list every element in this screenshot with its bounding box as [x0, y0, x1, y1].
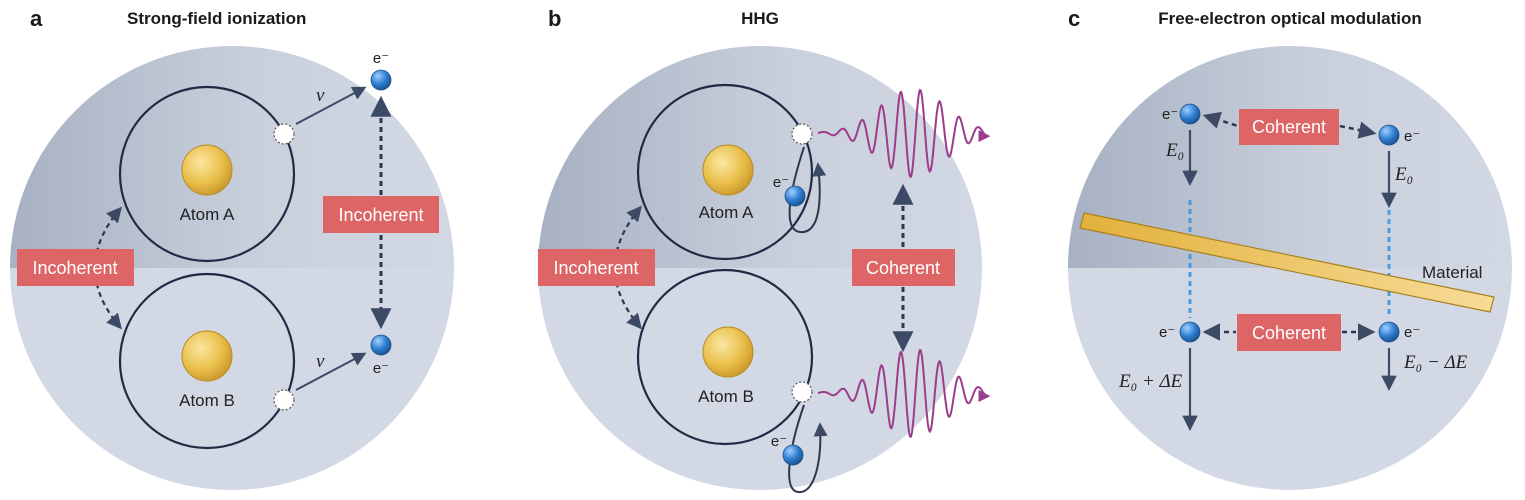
trajectory-b-arrow — [295, 352, 367, 391]
atom-b-nucleus — [181, 330, 233, 382]
badge-coherent-bottom-text: Coherent — [1252, 323, 1326, 343]
material-label: Material — [1422, 263, 1482, 282]
badge-incoherent-right-text: Incoherent — [338, 205, 423, 225]
vacancy-b — [273, 389, 295, 411]
vacancy-a — [273, 123, 295, 145]
vacancy-a-b — [791, 123, 813, 145]
atom-a-label-b: Atom A — [699, 203, 754, 222]
electron-c-bottom-right — [1378, 321, 1400, 343]
electron-b — [370, 334, 392, 356]
atom-a-nucleus-b — [702, 144, 754, 196]
electron-c-bottom-right-label: e⁻ — [1404, 324, 1420, 341]
energy-minus-label: E₀ − ΔE — [1403, 352, 1468, 373]
badge-incoherent-left-text: Incoherent — [32, 258, 117, 278]
panel-c-title: Free-electron optical modulation — [1158, 9, 1422, 28]
electron-c-bottom-left — [1179, 321, 1201, 343]
electron-c-top-right-label: e⁻ — [1404, 128, 1420, 145]
electron-b-label: e⁻ — [373, 360, 389, 377]
badge-incoherent-right — [323, 196, 439, 233]
atom-b-nucleus-b — [702, 326, 754, 378]
velocity-label-a: v — [316, 85, 325, 106]
atom-b-label: Atom B — [179, 391, 235, 410]
energy-plus-label: E₀ + ΔE — [1118, 371, 1183, 392]
badge-coherent-b-text: Coherent — [866, 258, 940, 278]
electron-c-top-right — [1378, 124, 1400, 146]
badge-coherent-top-text: Coherent — [1252, 117, 1326, 137]
trajectory-a-arrow — [295, 86, 367, 125]
atom-b-orbit-b — [636, 268, 814, 446]
badge-coherent-bottom — [1237, 314, 1341, 351]
badge-incoherent-b-text: Incoherent — [553, 258, 638, 278]
hhg-pulse-bottom — [817, 348, 991, 438]
panel-a: a Strong-field ionization Atom A Atom B … — [10, 6, 454, 490]
wave-path — [817, 348, 991, 438]
recollision-loop-b — [788, 404, 828, 494]
atom-b-orbit — [118, 272, 296, 450]
badge-coherent-top — [1239, 109, 1339, 145]
panel-b: b HHG Atom A Atom B e⁻ e⁻ Coherent — [538, 6, 991, 494]
panel-a-title: Strong-field ionization — [127, 9, 306, 28]
panel-b-title: HHG — [741, 9, 779, 28]
panel-c-letter: c — [1068, 6, 1080, 31]
electron-b-b-label: e⁻ — [771, 433, 787, 450]
atom-a-orbit — [118, 85, 296, 263]
electron-c-top-left — [1179, 103, 1201, 125]
coherent-link-top-right — [1339, 121, 1377, 139]
atom-a-orbit-b — [636, 83, 814, 261]
atom-a-label: Atom A — [180, 205, 235, 224]
panel-a-letter: a — [30, 6, 43, 31]
hhg-pulse-top — [817, 88, 991, 178]
material-slab — [1079, 212, 1495, 313]
velocity-label-b: v — [316, 351, 325, 372]
badge-incoherent-b — [538, 249, 655, 286]
electron-a-label: e⁻ — [373, 50, 389, 67]
atom-a-nucleus — [181, 144, 233, 196]
recollision-loop-a — [788, 146, 827, 234]
panel-c: c Free-electron optical modulation Mater… — [1068, 6, 1512, 490]
energy-label-right: E₀ — [1394, 164, 1413, 185]
badge-coherent-b — [852, 249, 955, 286]
atom-b-label-b: Atom B — [698, 387, 754, 406]
energy-label-left: E₀ — [1165, 140, 1184, 161]
badge-incoherent-left — [17, 249, 134, 286]
vacancy-b-b — [791, 381, 813, 403]
wave-path — [817, 88, 991, 178]
electron-a-b-label: e⁻ — [773, 174, 789, 191]
electron-c-top-left-label: e⁻ — [1162, 106, 1178, 123]
coherent-link-top-left — [1202, 111, 1239, 129]
electron-a — [370, 69, 392, 91]
panel-b-letter: b — [548, 6, 561, 31]
electron-c-bottom-left-label: e⁻ — [1159, 324, 1175, 341]
